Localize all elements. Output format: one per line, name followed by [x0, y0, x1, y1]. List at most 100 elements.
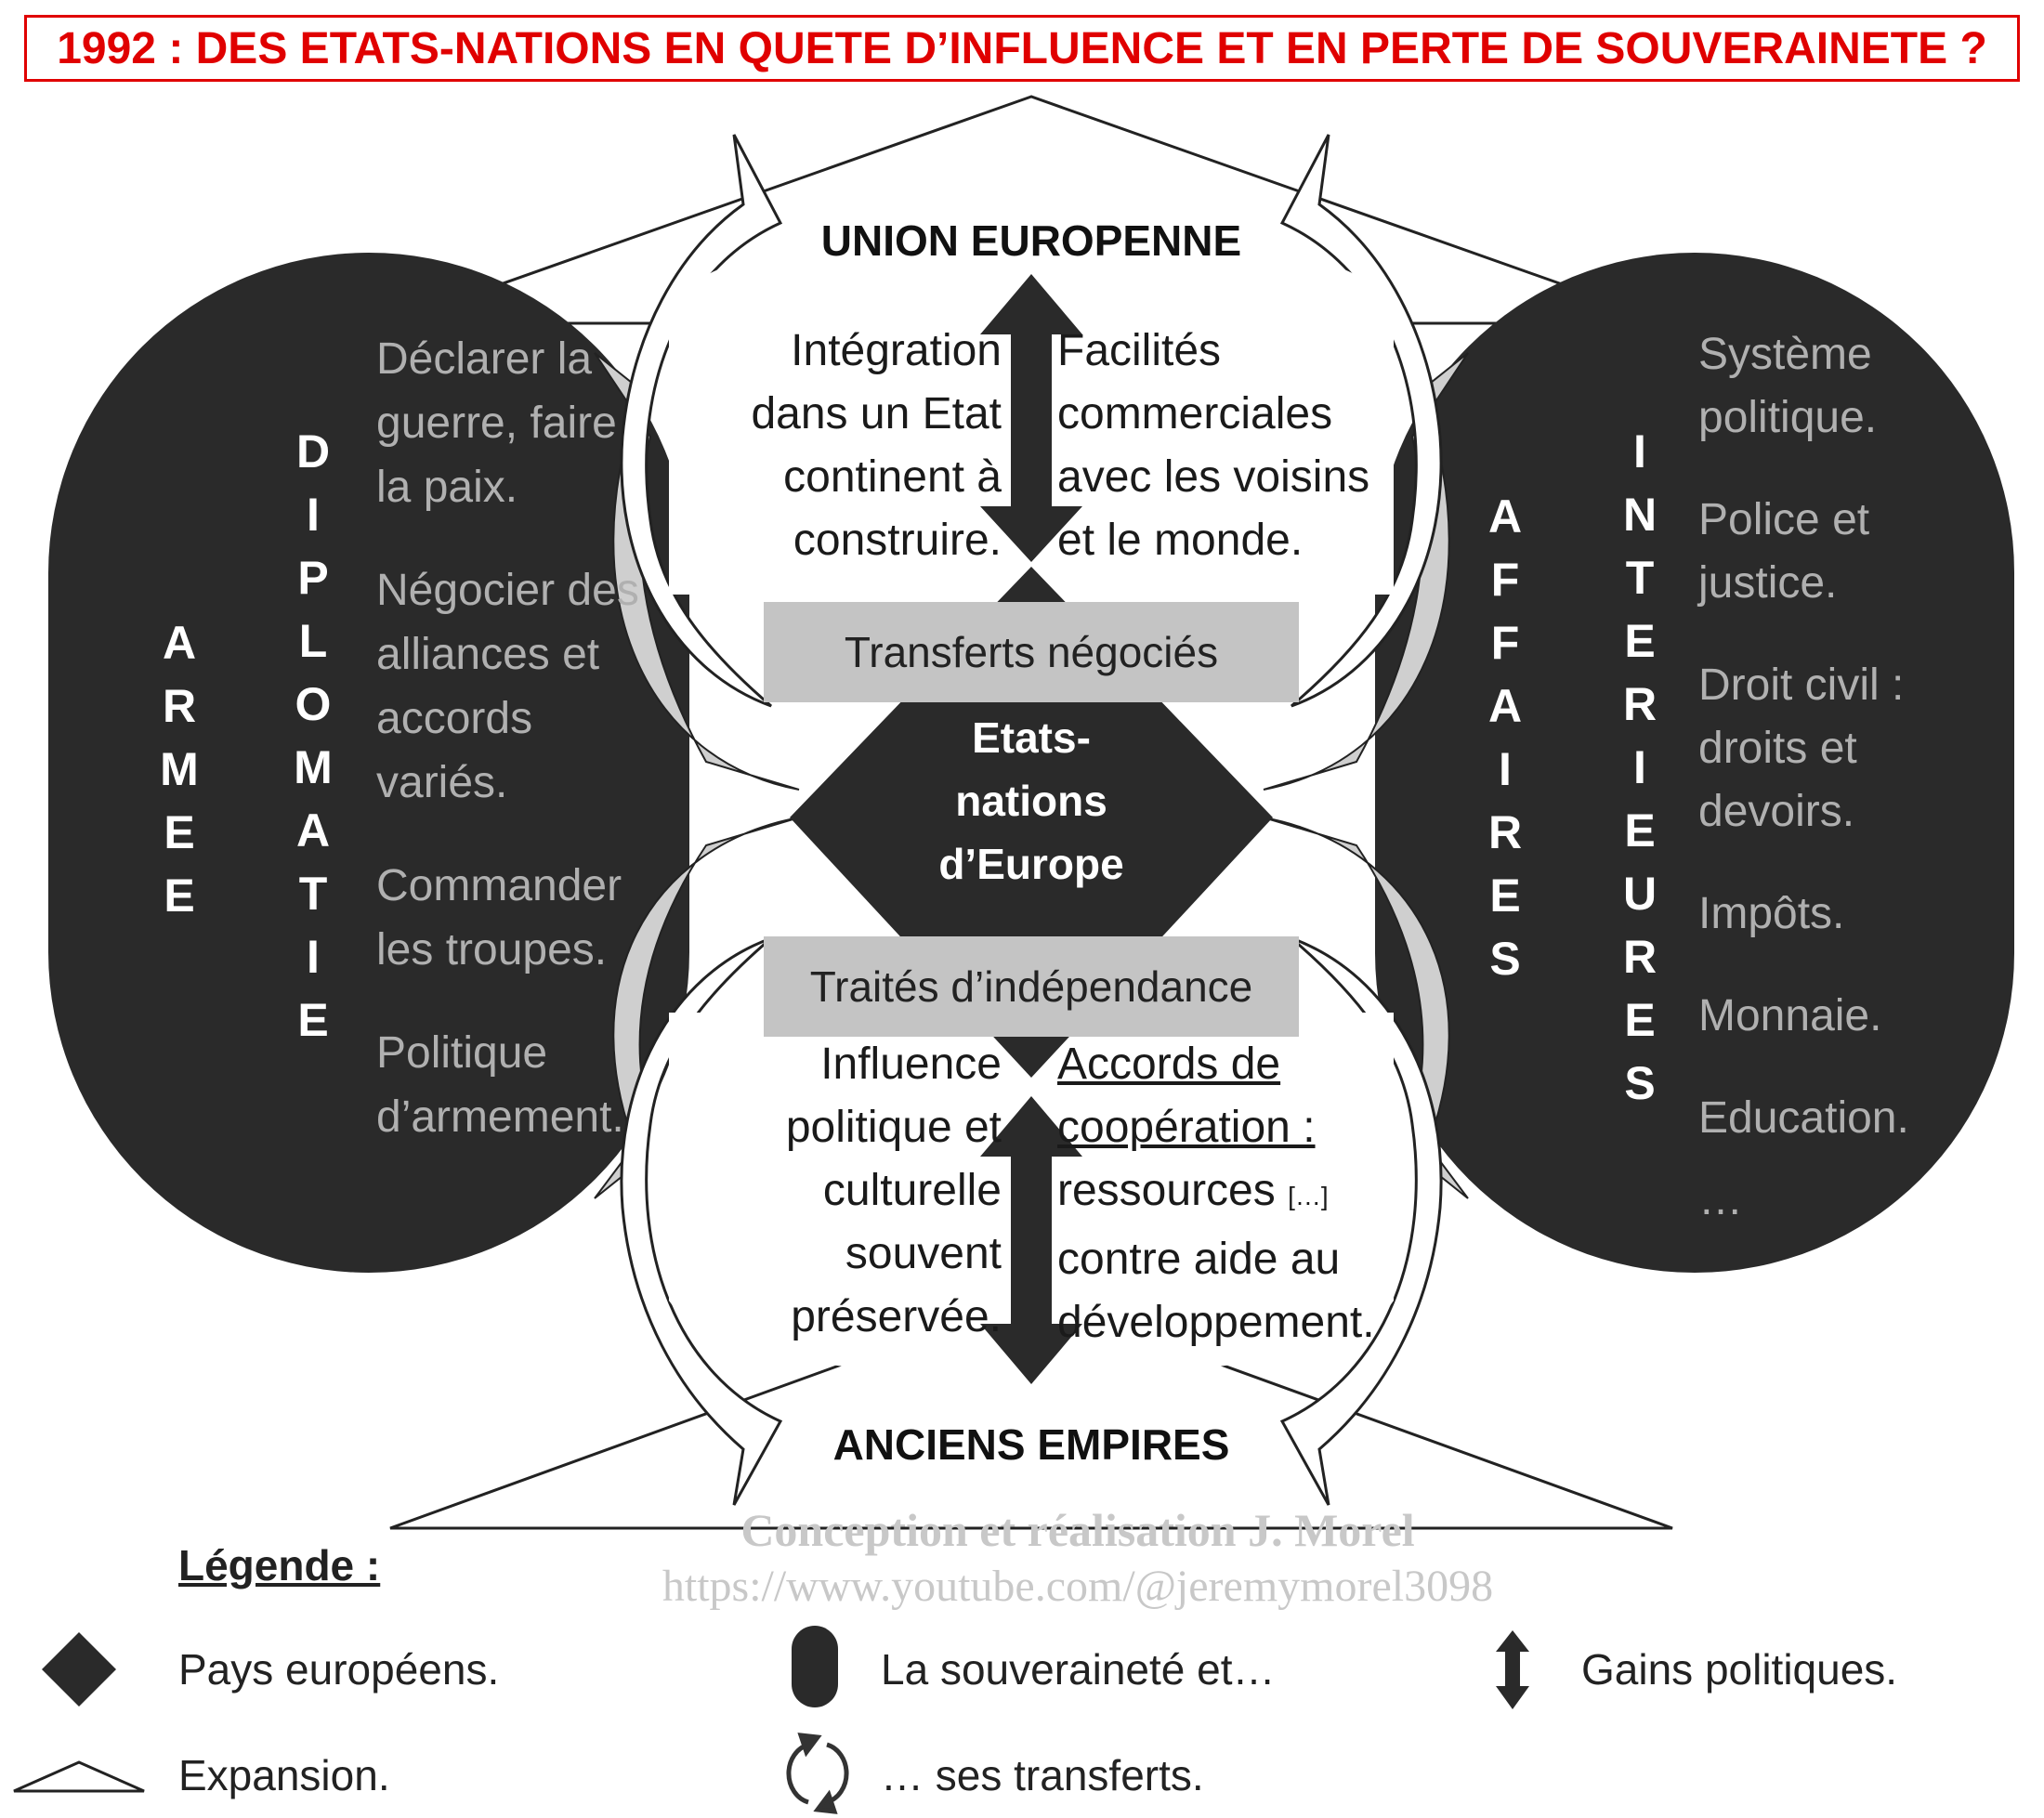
- text-line: guerre, faire: [376, 399, 617, 448]
- watermark-credit: Conception et réalisation J. Morel: [740, 1504, 1415, 1556]
- text-line: …: [1698, 1175, 1743, 1224]
- text-line: Influence: [820, 1040, 1002, 1089]
- text-line: construire.: [793, 516, 1002, 565]
- letter: I: [1633, 741, 1646, 793]
- text-line: avec les voisins: [1057, 452, 1370, 502]
- letter: A: [1487, 680, 1523, 732]
- center-label: Etats- nations d’Europe: [892, 706, 1171, 896]
- vertical-interieures: I N T E R I E U R E S: [1607, 420, 1672, 1115]
- lower-transfer-label: Traités d’indépendance: [809, 962, 1253, 1011]
- text-line: Impôts.: [1698, 889, 1845, 938]
- text-line-main: ressources: [1057, 1166, 1276, 1215]
- text-line: coopération :: [1057, 1103, 1316, 1152]
- top-circular-arrow-right: [1279, 134, 1443, 708]
- letter: S: [1624, 1057, 1656, 1109]
- letter: E: [1624, 994, 1656, 1046]
- letter: O: [295, 678, 332, 730]
- text-line: Accords de: [1057, 1040, 1281, 1089]
- letter: I: [307, 489, 320, 541]
- legend-label-gains: Gains politiques.: [1581, 1645, 1898, 1694]
- upper-right-text: Facilités commerciales avec les voisins …: [1057, 320, 1410, 572]
- vertical-affaires: A F F A I R E S: [1473, 485, 1538, 990]
- letter: T: [1625, 552, 1655, 604]
- letter: E: [1624, 615, 1656, 667]
- letter: I: [307, 931, 320, 983]
- legend-label-pays: Pays européens.: [178, 1645, 500, 1694]
- upper-transfer-label: Transferts négociés: [844, 628, 1219, 676]
- letter: E: [1624, 804, 1656, 857]
- letter: F: [1490, 554, 1520, 606]
- letter: T: [298, 868, 328, 920]
- center-label-line: d’Europe: [938, 840, 1124, 888]
- right-pill-items: Système politique. Police et justice. Dr…: [1698, 323, 2005, 1232]
- letter: I: [1633, 425, 1646, 477]
- text-line: contre aide au: [1057, 1235, 1341, 1284]
- text-line: droits et: [1698, 724, 1857, 773]
- lower-right-text: Accords de coopération : ressources […] …: [1057, 1033, 1410, 1354]
- legend-double-arrow-icon: [1496, 1630, 1529, 1709]
- lower-transfer-box: Traités d’indépendance: [764, 936, 1299, 1037]
- letter: I: [1499, 743, 1512, 795]
- letter: F: [1490, 617, 1520, 669]
- center-label-line: nations: [955, 777, 1107, 825]
- title-box: 1992 : DES ETATS-NATIONS EN QUETE D’INFL…: [24, 15, 2020, 82]
- legend-heading: Légende :: [178, 1541, 381, 1589]
- letter: A: [1487, 490, 1523, 543]
- text-line: Monnaie.: [1698, 991, 1882, 1040]
- text-line: commerciales: [1057, 389, 1333, 438]
- letter: R: [162, 680, 197, 732]
- legend-circular-arrows-icon: [786, 1733, 849, 1814]
- upper-gains-double-arrow: [980, 274, 1082, 562]
- text-line: Droit civil :: [1698, 660, 1905, 710]
- letter: E: [297, 994, 329, 1046]
- text-line: les troupes.: [376, 925, 608, 974]
- vertical-diplomatie: D I P L O M A T I E: [281, 420, 346, 1052]
- text-line: accords: [376, 694, 533, 743]
- letter: N: [1622, 489, 1657, 541]
- letter: A: [295, 804, 331, 857]
- top-circular-arrow: [620, 134, 783, 708]
- letter: R: [1622, 931, 1657, 983]
- letter: D: [295, 425, 331, 477]
- text-line: la paix.: [376, 463, 518, 512]
- left-sovereignty-pill: [48, 253, 689, 1273]
- letter: R: [1487, 806, 1523, 858]
- center-label-line: Etats-: [972, 713, 1091, 762]
- text-line: Police et: [1698, 495, 1870, 544]
- legend-pill-icon: [792, 1626, 838, 1707]
- text-line: Facilités: [1057, 326, 1222, 375]
- legend-label-souverainete: La souveraineté et…: [881, 1645, 1276, 1694]
- letter: E: [164, 870, 195, 922]
- top-label: UNION EUROPENNE: [820, 216, 1242, 265]
- text-line: alliances et: [376, 630, 600, 679]
- text-line: culturelle: [822, 1166, 1002, 1215]
- letter: E: [164, 806, 195, 858]
- left-pill-items: Déclarer la guerre, faire la paix. Négoc…: [376, 327, 683, 1149]
- text-line: Déclarer la: [376, 334, 593, 384]
- text-line: variés.: [376, 758, 508, 807]
- legend-diamond-icon: [42, 1632, 116, 1707]
- text-line: ressources […]: [1057, 1159, 1410, 1228]
- letter: A: [162, 617, 197, 669]
- text-line: politique.: [1698, 393, 1878, 442]
- watermark-url: https://www.youtube.com/@jeremymorel3098: [662, 1562, 1494, 1611]
- text-line: Politique: [376, 1028, 548, 1078]
- text-line: développement.: [1057, 1298, 1375, 1347]
- text-line: souvent: [845, 1229, 1002, 1278]
- letter: P: [297, 552, 329, 604]
- letter: M: [294, 741, 333, 793]
- letter: S: [1489, 933, 1521, 985]
- text-line: Commander: [376, 861, 622, 910]
- vertical-armee: A R M E E: [147, 611, 212, 927]
- text-line: Système: [1698, 330, 1872, 379]
- text-line: justice.: [1698, 558, 1838, 608]
- bottom-label: ANCIENS EMPIRES: [832, 1420, 1230, 1469]
- letter: M: [160, 743, 199, 795]
- text-line: politique et: [785, 1103, 1002, 1152]
- page-title: 1992 : DES ETATS-NATIONS EN QUETE D’INFL…: [57, 23, 1987, 73]
- upper-left-text: Intégration dans un Etat continent à con…: [706, 320, 1002, 572]
- text-line: et le monde.: [1057, 516, 1304, 565]
- right-sovereignty-pill: [1375, 253, 2014, 1273]
- letter: E: [1489, 870, 1521, 922]
- text-line: préservée.: [791, 1292, 1002, 1341]
